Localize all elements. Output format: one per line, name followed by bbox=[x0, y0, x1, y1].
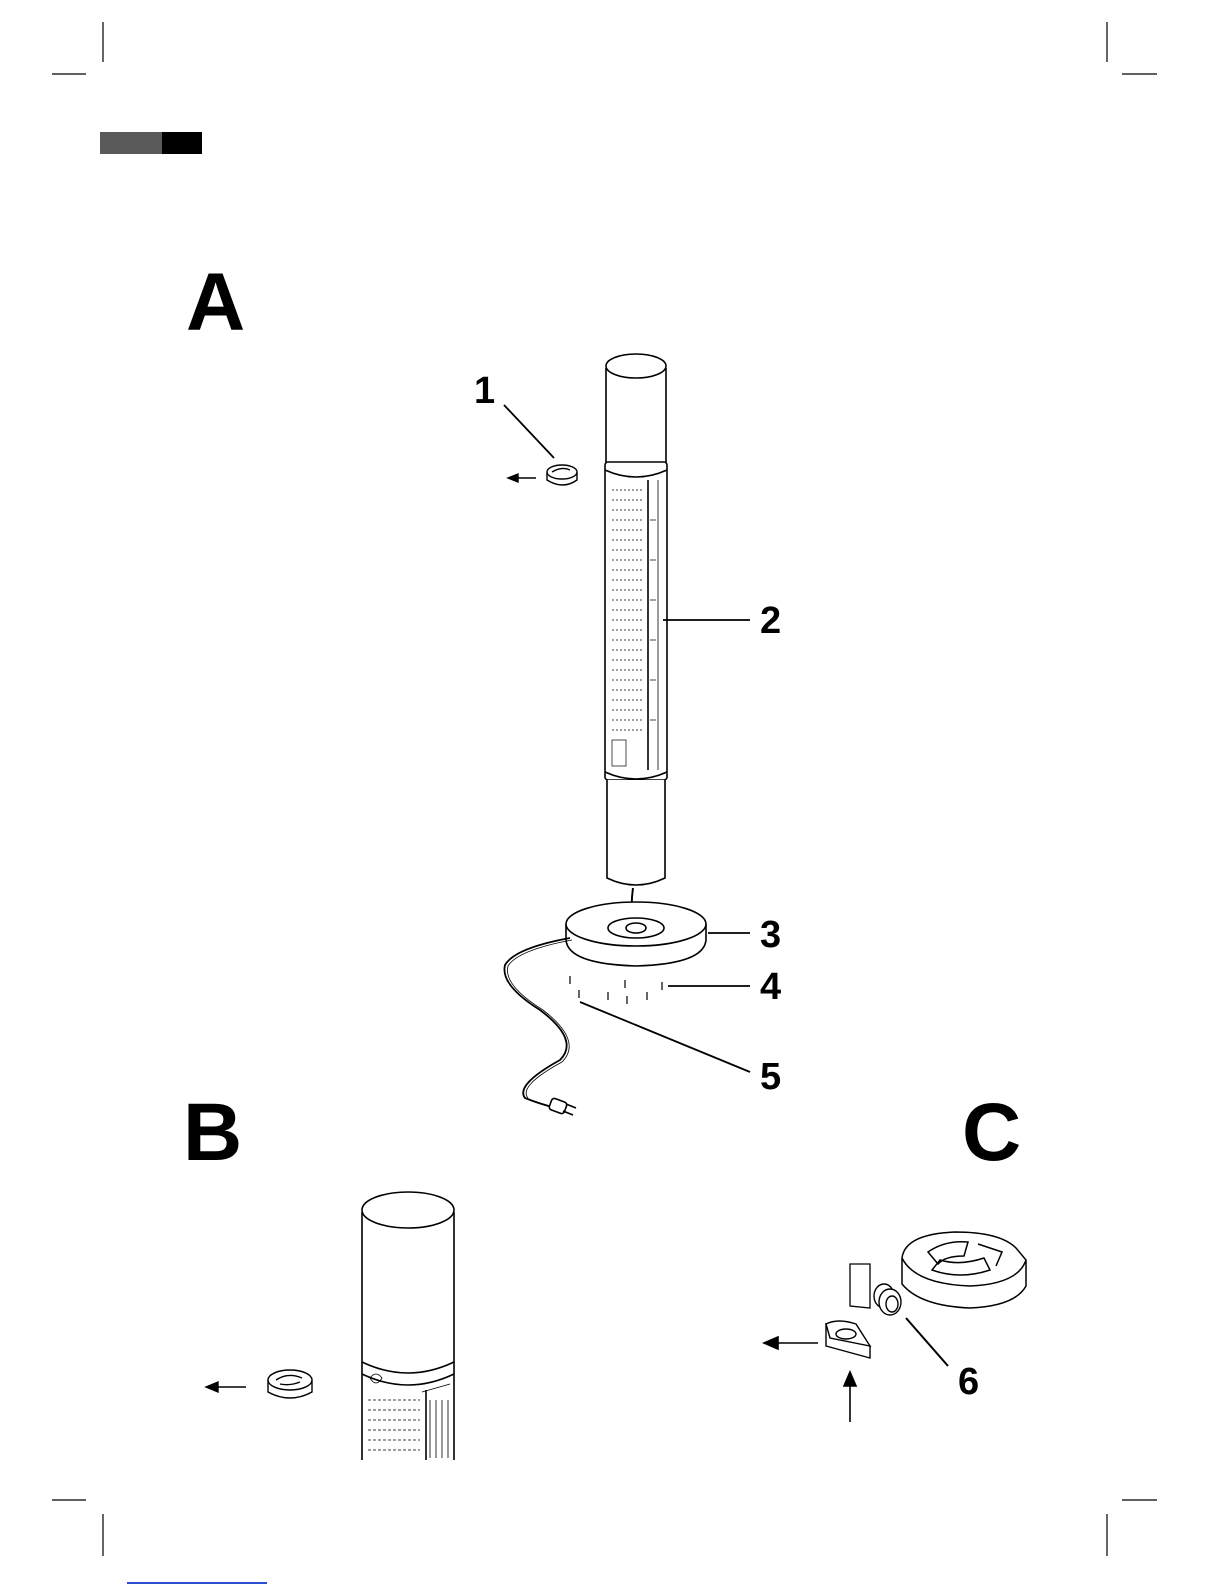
remote-housing bbox=[902, 1232, 1026, 1308]
battery-tray bbox=[826, 1321, 870, 1358]
battery-icon bbox=[874, 1284, 901, 1315]
arrow-icon bbox=[764, 1337, 818, 1349]
leader-line-6 bbox=[906, 1318, 948, 1366]
battery-cover bbox=[850, 1264, 870, 1308]
arrow-icon bbox=[844, 1372, 856, 1422]
footer-rule bbox=[127, 1582, 267, 1584]
